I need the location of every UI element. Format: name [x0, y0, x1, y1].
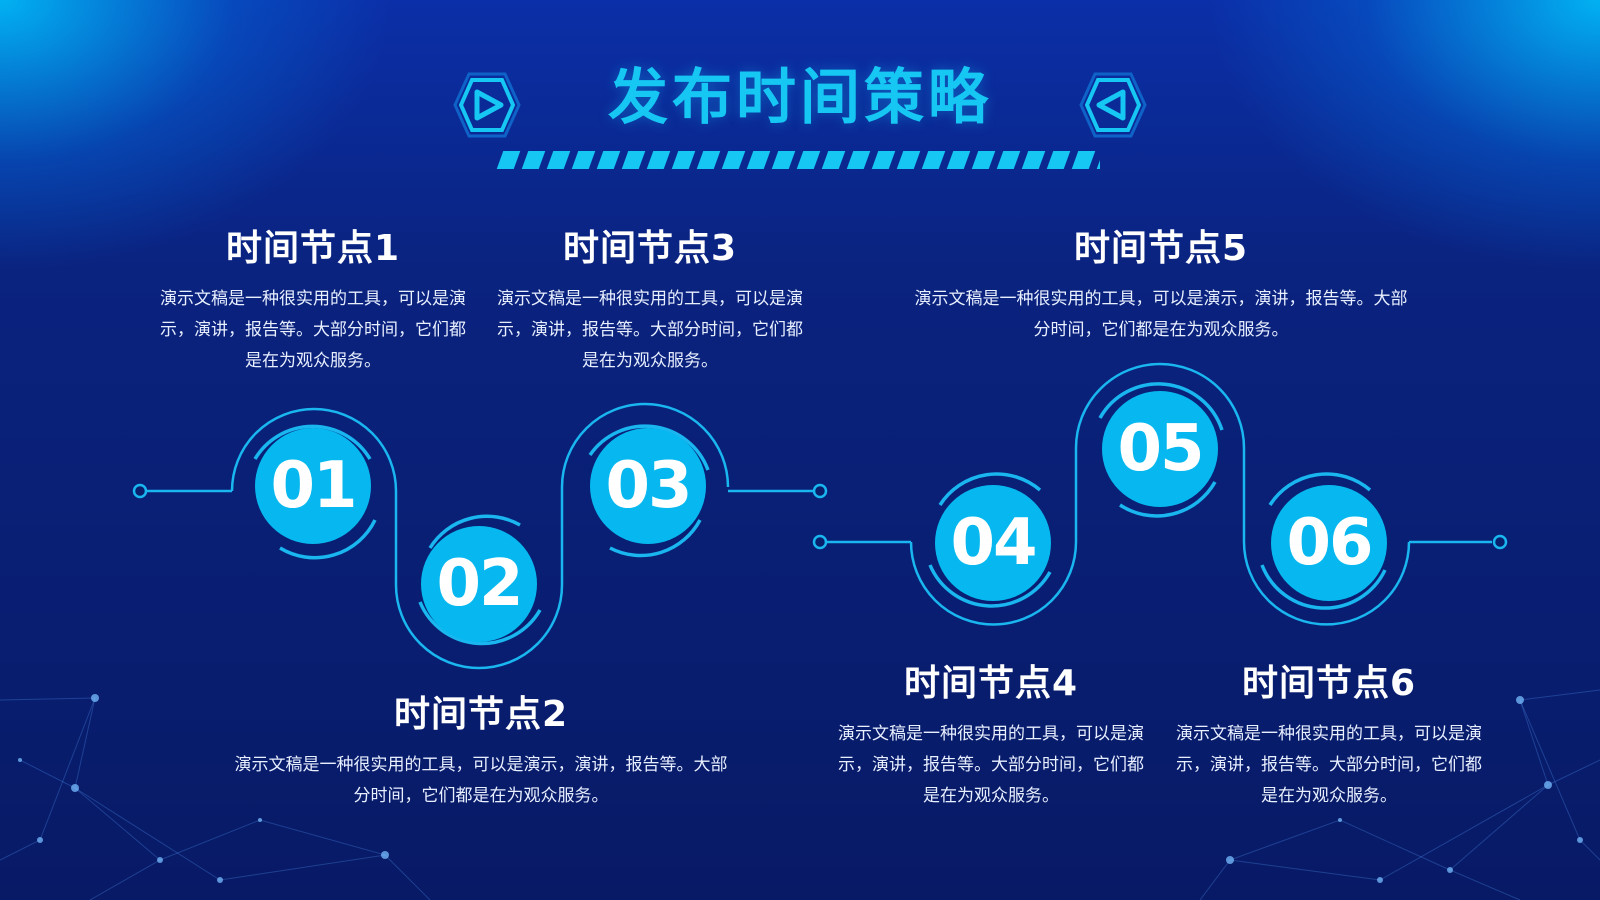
- node-number-04: 04: [950, 506, 1037, 580]
- timeline-endpoint: [812, 483, 828, 499]
- title-stripe-divider: [496, 151, 1100, 169]
- node-number-01: 01: [270, 449, 357, 523]
- ring-05: [1098, 382, 1224, 431]
- timeline-endpoint: [1492, 534, 1508, 550]
- node-desc-05: 演示文稿是一种很实用的工具，可以是演示，演讲，报告等。大部分时间，它们都是在为观…: [914, 289, 1408, 340]
- node-circle-01: [255, 428, 371, 544]
- timeline-endpoint: [132, 483, 148, 499]
- ring-04: [928, 564, 1052, 608]
- node-number-03: 03: [605, 449, 692, 523]
- node-desc-04: 演示文稿是一种很实用的工具，可以是演示，演讲，报告等。大部分时间，它们都是在为观…: [838, 724, 1144, 806]
- connector-arc-06: [1242, 541, 1411, 626]
- node-desc-03: 演示文稿是一种很实用的工具，可以是演示，演讲，报告等。大部分时间，它们都是在为观…: [497, 289, 803, 371]
- ring-02b: [428, 514, 521, 549]
- ring-06: [1260, 564, 1387, 610]
- node-circle-02: [421, 526, 537, 642]
- play-right-icon: [453, 72, 521, 138]
- title-area: 发布时间策略: [0, 56, 1600, 140]
- node-circle-06: [1271, 485, 1387, 601]
- node-info-06: 时间节点6 演示文稿是一种很实用的工具，可以是演示，演讲，报告等。大部分时间，它…: [1176, 659, 1482, 812]
- node-circle-04: [935, 485, 1051, 601]
- connector-arc-04: [909, 541, 1078, 626]
- node-info-05: 时间节点5 演示文稿是一种很实用的工具，可以是演示，演讲，报告等。大部分时间，它…: [908, 224, 1414, 346]
- node-desc-06: 演示文稿是一种很实用的工具，可以是演示，演讲，报告等。大部分时间，它们都是在为观…: [1176, 724, 1482, 806]
- node-title-04: 时间节点4: [903, 663, 1079, 704]
- node-info-02: 时间节点2 演示文稿是一种很实用的工具，可以是演示，演讲，报告等。大部分时间，它…: [228, 690, 734, 812]
- connector-arc-05: [1074, 362, 1246, 449]
- ring-02: [418, 601, 542, 646]
- page-title: 发布时间策略: [608, 63, 992, 133]
- node-circle-05: [1102, 391, 1218, 507]
- node-number-06: 06: [1286, 506, 1373, 580]
- node-info-03: 时间节点3 演示文稿是一种很实用的工具，可以是演示，演讲，报告等。大部分时间，它…: [497, 224, 803, 377]
- connector-arc-03: [560, 402, 730, 488]
- ring-01b: [279, 519, 377, 560]
- node-circle-03: [590, 428, 706, 544]
- timeline-endpoint: [812, 534, 828, 550]
- node-title-02: 时间节点2: [393, 694, 569, 735]
- ring-06b: [1268, 472, 1372, 506]
- ring-03: [588, 424, 710, 471]
- node-number-02: 02: [436, 547, 523, 621]
- node-title-03: 时间节点3: [562, 228, 738, 269]
- node-desc-01: 演示文稿是一种很实用的工具，可以是演示，演讲，报告等。大部分时间，它们都是在为观…: [160, 289, 466, 371]
- node-title-01: 时间节点1: [225, 228, 401, 269]
- connector-arc-02: [394, 584, 564, 670]
- node-info-01: 时间节点1 演示文稿是一种很实用的工具，可以是演示，演讲，报告等。大部分时间，它…: [160, 224, 466, 377]
- node-number-05: 05: [1117, 412, 1204, 486]
- ring-01: [253, 424, 372, 460]
- node-title-05: 时间节点5: [1073, 228, 1249, 269]
- ring-03b: [609, 519, 702, 558]
- node-title-06: 时间节点6: [1241, 663, 1417, 704]
- ring-05b: [1119, 481, 1217, 518]
- node-info-04: 时间节点4 演示文稿是一种很实用的工具，可以是演示，演讲，报告等。大部分时间，它…: [838, 659, 1144, 812]
- connector-arc-01: [230, 407, 398, 492]
- ring-04b: [938, 472, 1042, 506]
- node-desc-02: 演示文稿是一种很实用的工具，可以是演示，演讲，报告等。大部分时间，它们都是在为观…: [234, 755, 728, 806]
- play-left-icon: [1079, 72, 1147, 138]
